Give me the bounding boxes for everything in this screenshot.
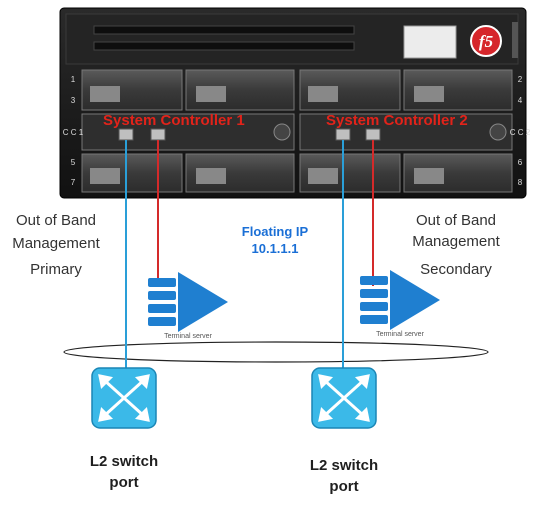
controller-slot-2 xyxy=(299,113,513,151)
l2-switch-icon xyxy=(311,367,377,429)
chassis-handle xyxy=(512,22,518,58)
switch-left-label-line2: port xyxy=(109,474,139,491)
side-label: 1 xyxy=(71,75,76,84)
vent-slot xyxy=(93,41,355,51)
controller-button xyxy=(489,123,507,141)
oob-right-line1: Out of Band xyxy=(415,212,497,229)
mgmt-port-2b xyxy=(365,128,381,141)
network-bus xyxy=(63,341,489,363)
controller-slot-1 xyxy=(81,113,295,151)
lcd-display xyxy=(403,25,457,59)
oob-left-line1: Out of Band xyxy=(15,212,97,229)
mgmt-port-2a xyxy=(335,128,351,141)
switch-left-label-line1: L2 switch xyxy=(89,453,159,470)
terminal-server-icon: Terminal server xyxy=(148,272,228,340)
side-label: 8 xyxy=(518,178,523,187)
terminal-server-label: Terminal server xyxy=(376,331,425,338)
floating-ip-value: 10.1.1.1 xyxy=(251,241,299,256)
controller-button xyxy=(273,123,291,141)
f5-logo-text: f5 xyxy=(479,32,494,51)
controller-label-1: System Controller 1 xyxy=(103,112,245,129)
chassis: f5 xyxy=(59,7,531,199)
side-label: C C 2 xyxy=(510,128,531,137)
side-label: 6 xyxy=(518,158,523,167)
side-label: 5 xyxy=(71,158,76,167)
vent-slot xyxy=(93,25,355,35)
mgmt-port-1a xyxy=(118,128,134,141)
oob-left-line3: Primary xyxy=(30,261,82,278)
l2-switch-icon xyxy=(91,367,157,429)
side-label: 3 xyxy=(71,96,76,105)
oob-left-line2: Management xyxy=(12,235,100,252)
controller-label-2: System Controller 2 xyxy=(326,112,468,129)
oob-right-line2: Management xyxy=(412,233,500,250)
blade-details xyxy=(90,86,444,184)
side-labels: 1 3 C C 1 5 7 2 4 C C 2 6 8 xyxy=(63,75,531,187)
blade-row-top xyxy=(81,69,513,111)
switch-right-label-line2: port xyxy=(329,478,359,495)
switch-right-label-line1: L2 switch xyxy=(309,457,379,474)
f5-logo-icon: f5 xyxy=(470,25,502,57)
side-label: C C 1 xyxy=(63,128,84,137)
mgmt-port-1b xyxy=(150,128,166,141)
terminal-server-label: Terminal server xyxy=(164,333,213,340)
floating-ip-title: Floating IP xyxy=(241,224,309,239)
terminal-server-icon: Terminal server xyxy=(360,270,440,338)
controller-row xyxy=(81,113,513,151)
oob-right-line3: Secondary xyxy=(420,261,492,278)
side-label: 2 xyxy=(518,75,523,84)
side-label: 4 xyxy=(518,96,523,105)
blade-slot xyxy=(81,69,183,111)
side-label: 7 xyxy=(71,178,76,187)
